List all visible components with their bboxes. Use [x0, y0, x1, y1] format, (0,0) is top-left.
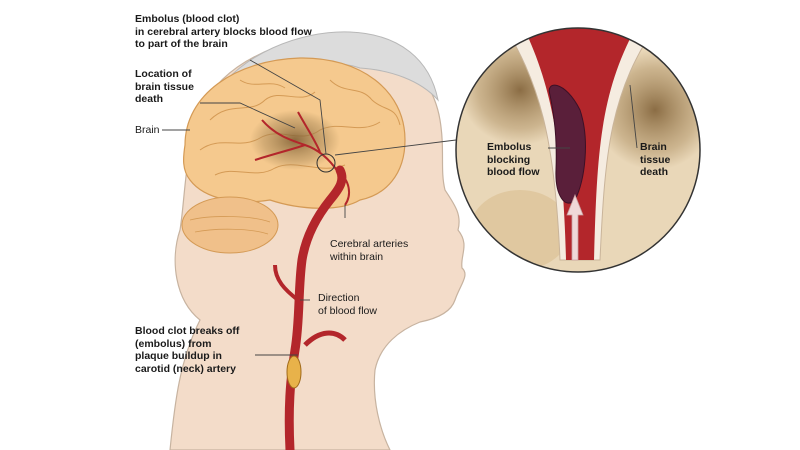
plaque-buildup — [286, 355, 302, 389]
label-brain-tissue-death: Brain tissue death — [640, 141, 671, 178]
label-clot-breaks-off: Blood clot breaks off (embolus) from pla… — [135, 325, 240, 375]
label-brain: Brain — [135, 124, 160, 136]
tissue-death-area — [250, 110, 340, 170]
label-embolus-blocking: Embolus blocking blood flow — [487, 141, 540, 178]
label-tissue-death-location: Location of brain tissue death — [135, 68, 194, 105]
cerebellum — [181, 196, 279, 254]
artery-branch — [303, 330, 347, 347]
artery-branch-2 — [273, 264, 300, 302]
label-cerebral-arteries: Cerebral arteries within brain — [330, 238, 409, 263]
leader-lines — [162, 59, 638, 356]
cerebral-arteries — [254, 111, 351, 206]
cerebellum-folds — [189, 216, 271, 235]
magnified-view — [456, 28, 700, 272]
label-direction-flow: Direction of blood flow — [318, 292, 377, 317]
magnified-circle-border — [455, 27, 701, 273]
label-embolus-cerebral: Embolus (blood clot) in cerebral artery … — [135, 13, 312, 50]
